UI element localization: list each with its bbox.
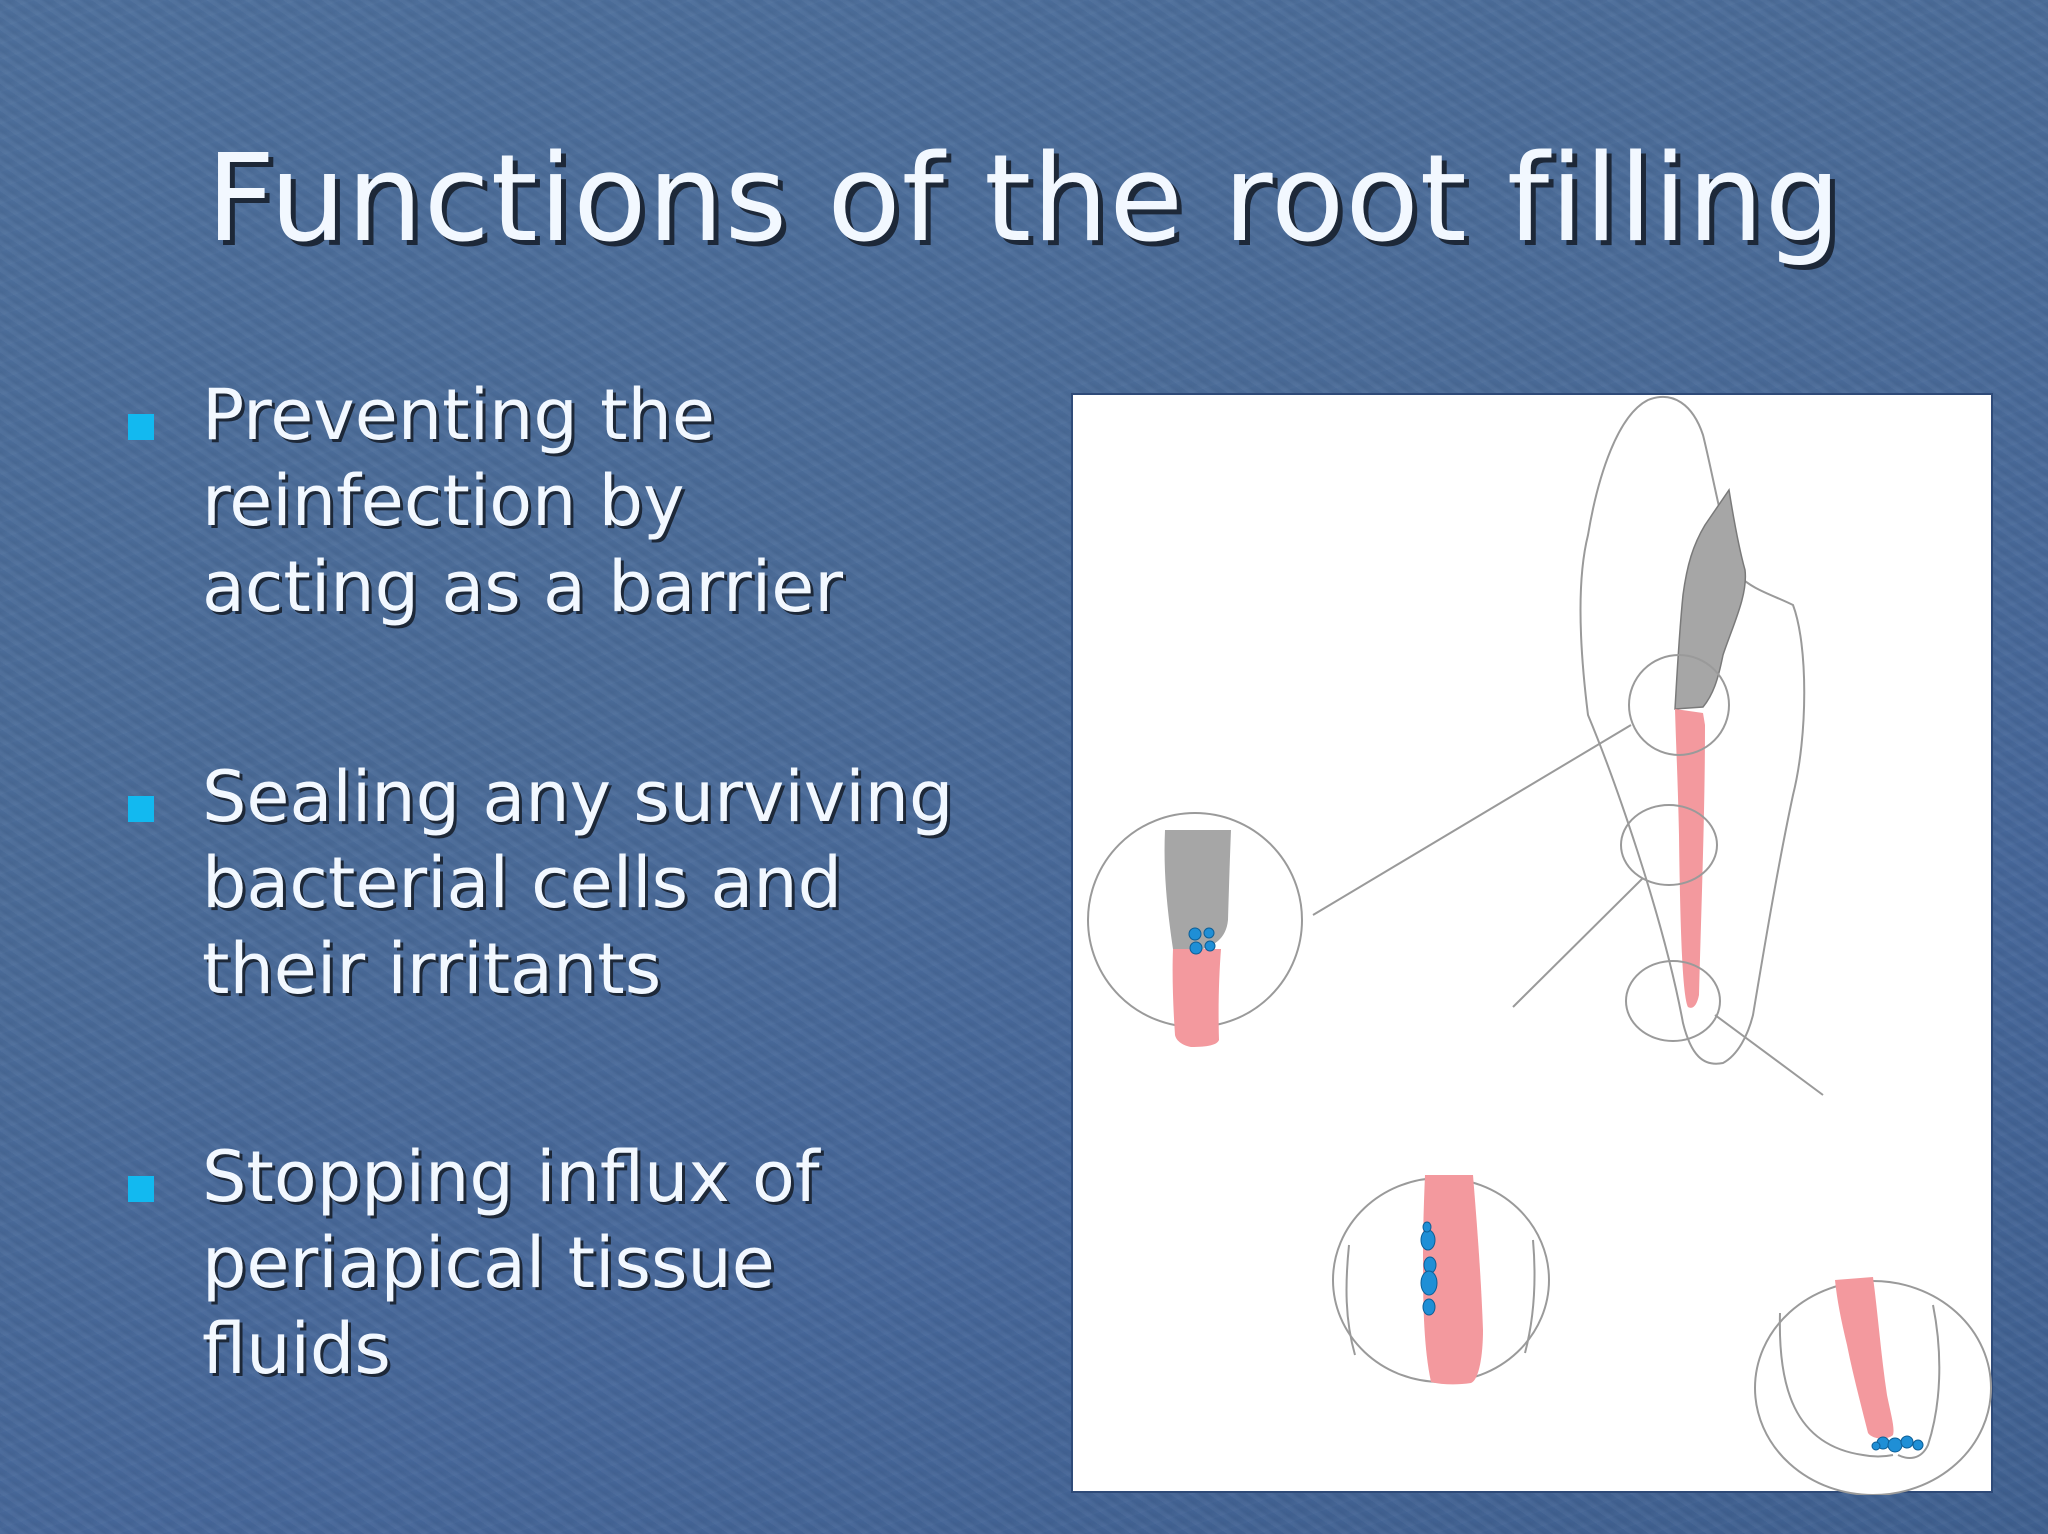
bacteria-icon [1887, 1437, 1903, 1453]
tooth-diagram [1071, 393, 1993, 1495]
bullet-text: Sealing any surviving bacterial cells an… [202, 756, 954, 1010]
detail-circle-coronal [1628, 654, 1730, 756]
bullet-text: Preventing the reinfection by acting as … [202, 374, 844, 628]
detail-circle-middle [1620, 804, 1718, 886]
detail-circle-apical [1625, 960, 1721, 1042]
bullet-item: Stopping influx of periapical tissue flu… [125, 1134, 902, 1392]
bacteria-icon [1420, 1229, 1436, 1251]
slide-title: Functions of the root filling [206, 130, 1842, 269]
connector-line [1312, 724, 1632, 916]
coronal-seal [1674, 488, 1747, 710]
bacteria-icon [1189, 941, 1203, 955]
bacteria-icon [1203, 927, 1215, 939]
bacteria-icon [1204, 940, 1216, 952]
connector-line [1714, 1014, 1824, 1096]
tooth-diagram-svg [1087, 395, 1992, 1495]
bacteria-icon [1188, 927, 1202, 941]
bullet-text: Stopping influx of periapical tissue flu… [202, 1136, 820, 1390]
magnified-coronal [1087, 812, 1303, 1047]
bullet-item: Preventing the reinfection by acting as … [125, 372, 922, 630]
bacteria-icon [1422, 1298, 1436, 1316]
bacteria-icon [1871, 1441, 1881, 1451]
bullet-marker-icon [128, 1176, 154, 1202]
bullet-item: Sealing any surviving bacterial cells an… [125, 754, 982, 1012]
root-filling [1675, 709, 1705, 1008]
magnified-apical [1754, 1277, 1992, 1495]
bacteria-icon [1900, 1435, 1914, 1449]
bacteria-icon [1420, 1270, 1438, 1296]
bacteria-icon [1912, 1439, 1924, 1451]
bullet-marker-icon [128, 414, 154, 440]
bacteria-icon [1422, 1221, 1432, 1233]
magnified-middle [1332, 1175, 1550, 1385]
connector-line [1512, 877, 1644, 1008]
bullet-marker-icon [128, 796, 154, 822]
